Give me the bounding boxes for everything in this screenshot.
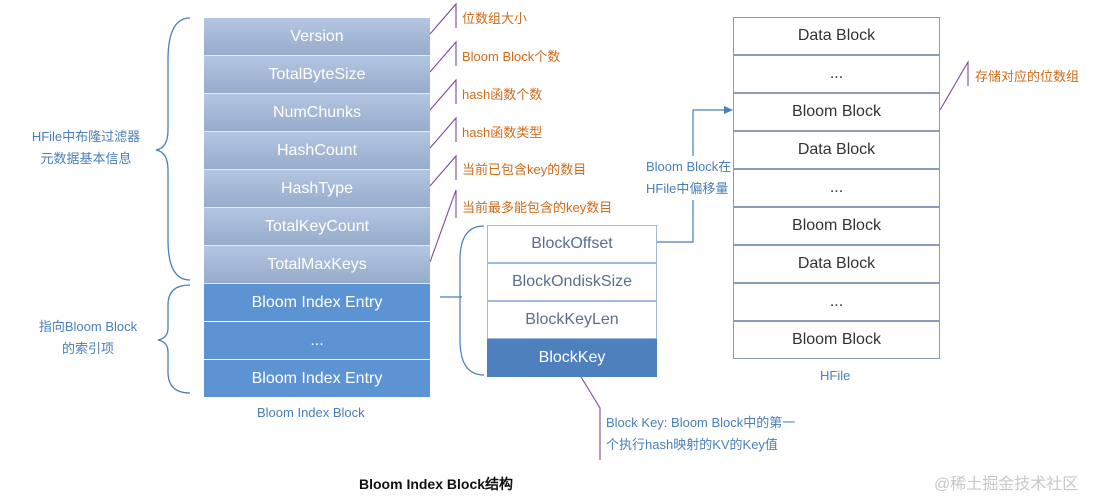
note-bloom-block-count: Bloom Block个数	[462, 49, 561, 64]
meta-brace	[155, 17, 191, 281]
note-line-3	[429, 116, 457, 149]
hfile-caption: HFile	[820, 368, 851, 383]
bloom-index-entry-ellipsis: ...	[204, 322, 430, 360]
entries-label-line1: 指向Bloom Block	[38, 319, 138, 334]
meta-info-label: HFile中布隆过滤器 元数据基本信息	[16, 126, 156, 170]
note-current-key-count: 当前已包含key的数目	[462, 162, 587, 177]
hfile-bloom-block: Bloom Block	[733, 207, 940, 245]
meta-field-numchunks: NumChunks	[204, 94, 430, 132]
note-line-4	[429, 154, 457, 187]
note-bit-array-size: 位数组大小	[462, 11, 528, 26]
blockkey-note-line1: Block Key: Bloom Block中的第一	[606, 415, 796, 430]
meta-info-label-line2: 元数据基本信息	[40, 151, 132, 166]
entries-label-line2: 的索引项	[61, 341, 114, 356]
entry-field-blockondisksize: BlockOndiskSize	[487, 263, 657, 301]
hfile-ellipsis: ...	[733, 55, 940, 93]
figure-title: Bloom Index Block结构	[359, 476, 514, 492]
hfile-ellipsis: ...	[733, 283, 940, 321]
bloom-index-entry: Bloom Index Entry	[204, 360, 430, 398]
offset-note: Bloom Block在 HFile中偏移量	[644, 156, 734, 200]
hfile-bloom-note: 存储对应的位数组	[975, 69, 1080, 84]
hfile-data-block: Data Block	[733, 131, 940, 169]
entry-field-blockkeylen: BlockKeyLen	[487, 301, 657, 339]
hfile-ellipsis: ...	[733, 169, 940, 207]
bloom-index-entry: Bloom Index Entry	[204, 284, 430, 322]
offset-note-line1: Bloom Block在	[646, 159, 732, 174]
entries-label: 指向Bloom Block 的索引项	[20, 316, 156, 360]
note-line-1	[429, 40, 457, 73]
meta-field-totalkeycount: TotalKeyCount	[204, 208, 430, 246]
blockkey-note-line	[577, 371, 601, 460]
entry-field-blockkey: BlockKey	[487, 339, 657, 377]
meta-field-hashcount: HashCount	[204, 132, 430, 170]
note-line-0	[429, 2, 457, 35]
hfile-data-block: Data Block	[733, 17, 940, 55]
hfile-bloom-block: Bloom Block	[733, 321, 940, 359]
blockkey-note-line2: 个执行hash映射的KV的Key值	[606, 437, 778, 452]
entries-brace	[157, 284, 191, 394]
meta-field-hashtype: HashType	[204, 170, 430, 208]
note-line-2	[429, 78, 457, 111]
watermark: @稀土掘金技术社区	[934, 476, 1079, 493]
hfile-data-block: Data Block	[733, 245, 940, 283]
offset-note-line2: HFile中偏移量	[646, 181, 729, 196]
entry-field-blockoffset: BlockOffset	[487, 225, 657, 263]
hfile-note-line	[939, 59, 969, 111]
note-line-5	[429, 189, 457, 263]
note-max-key-count: 当前最多能包含的key数目	[462, 200, 613, 215]
blockkey-note: Block Key: Bloom Block中的第一 个执行hash映射的KV的…	[606, 412, 846, 456]
meta-field-version: Version	[204, 18, 430, 56]
meta-field-totalbytesize: TotalByteSize	[204, 56, 430, 94]
fields-brace	[459, 225, 485, 376]
hfile-bloom-block: Bloom Block	[733, 93, 940, 131]
bloom-index-block-caption: Bloom Index Block	[257, 405, 365, 420]
offset-arrow-head	[724, 106, 733, 114]
note-hash-function-count: hash函数个数	[462, 87, 543, 102]
note-hash-function-type: hash函数类型	[462, 125, 543, 140]
meta-field-totalmaxkeys: TotalMaxKeys	[204, 246, 430, 284]
meta-info-label-line1: HFile中布隆过滤器	[31, 129, 141, 144]
